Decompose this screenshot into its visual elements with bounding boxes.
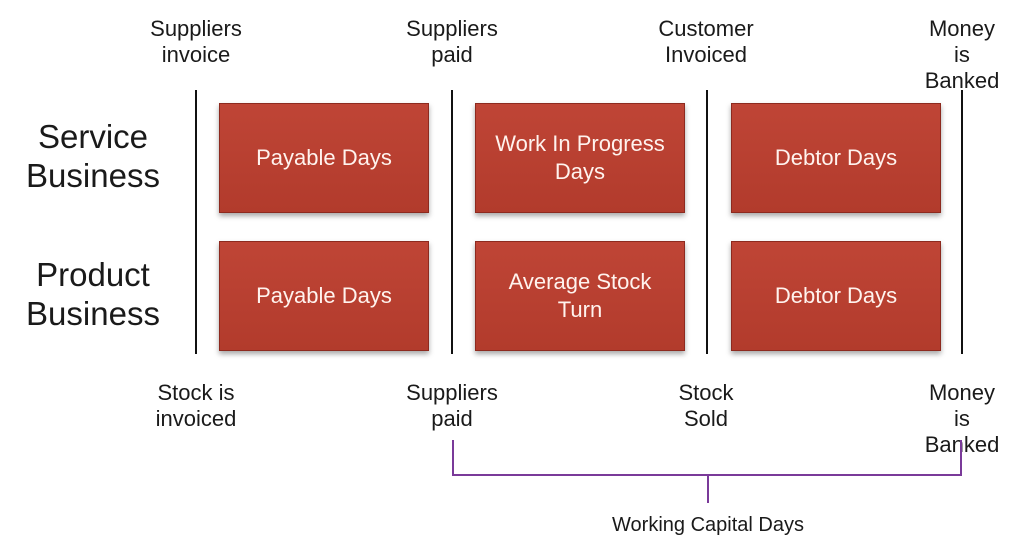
bottom-label-stock-sold: Stock Sold — [678, 380, 734, 431]
box-label: Work In Progress Days — [495, 131, 665, 184]
top-label-suppliers-invoice: Suppliers invoice — [150, 16, 242, 67]
box-product-debtor-days: Debtor Days — [731, 241, 941, 351]
box-label: Payable Days — [256, 283, 392, 308]
bracket-outline — [452, 440, 962, 476]
bracket-label-working-capital-days: Working Capital Days — [612, 514, 804, 536]
bottom-label-stock-invoiced: Stock is invoiced — [155, 380, 237, 431]
box-label: Debtor Days — [774, 145, 898, 170]
timeline-divider-2 — [451, 90, 453, 354]
row-label-service-business: Service Business — [26, 118, 160, 194]
box-product-payable-days: Payable Days — [219, 241, 429, 351]
top-label-money-banked: Money is Banked — [924, 16, 1000, 93]
box-label: Debtor Days — [774, 283, 898, 308]
top-label-suppliers-paid: Suppliers paid — [406, 16, 498, 67]
timeline-divider-1 — [195, 90, 197, 354]
timeline-divider-3 — [706, 90, 708, 354]
box-service-wip-days: Work In Progress Days — [475, 103, 685, 213]
row-label-product-business: Product Business — [26, 256, 160, 332]
box-label: Payable Days — [256, 145, 392, 170]
box-label: Average Stock Turn — [508, 269, 652, 322]
bottom-label-suppliers-paid: Suppliers paid — [406, 380, 498, 431]
box-service-payable-days: Payable Days — [219, 103, 429, 213]
timeline-divider-4 — [961, 90, 963, 354]
box-service-debtor-days: Debtor Days — [731, 103, 941, 213]
box-product-stock-turn: Average Stock Turn — [475, 241, 685, 351]
top-label-customer-invoiced: Customer Invoiced — [658, 16, 754, 67]
